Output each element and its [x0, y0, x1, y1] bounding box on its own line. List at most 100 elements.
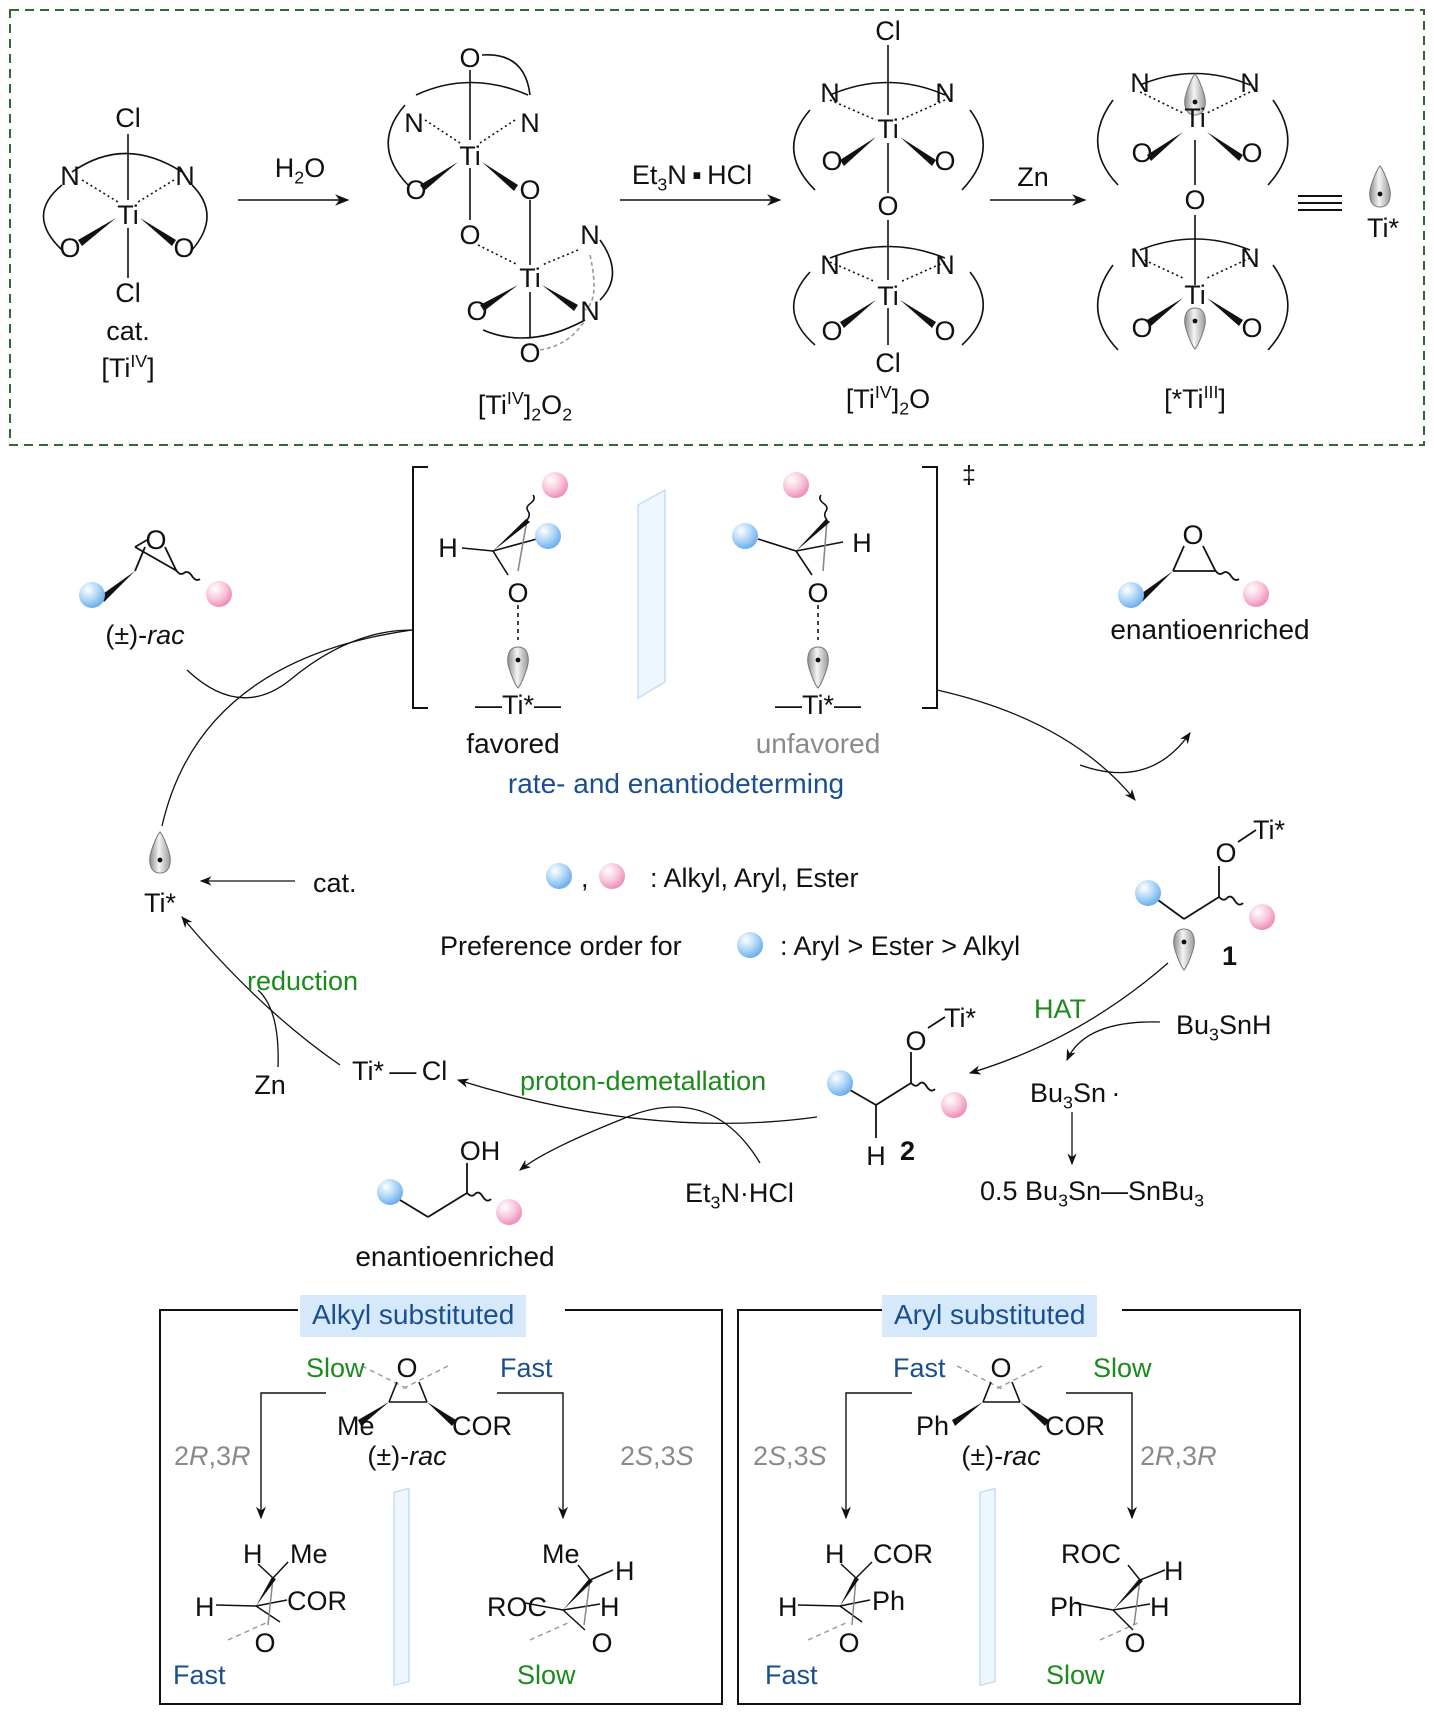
enantioenriched-alcohol-label: enantioenriched — [355, 1241, 555, 1272]
et3n-hcl: Et3N·HCl — [685, 1180, 794, 1212]
o-atom: O — [459, 43, 481, 73]
compound-3-label: [TiIV]2O — [846, 383, 931, 417]
aryl-rac-epoxide-bonds — [982, 1381, 1021, 1403]
aryl-left-top-group: COR — [873, 1539, 933, 1569]
alkyl-left-right-group: COR — [287, 1586, 347, 1616]
reagent-part: O — [304, 153, 326, 183]
radical-orbital-icon — [807, 646, 829, 689]
label-part: [Ti — [101, 353, 131, 383]
aryl-epoxide-o: O — [990, 1353, 1012, 1383]
reduction-label: reduction — [247, 966, 359, 996]
alkyl-right-top-group: Me — [542, 1539, 580, 1569]
o-donor: O — [405, 175, 427, 205]
pink-substituent-icon — [496, 1199, 522, 1225]
blue-substituent-icon — [535, 523, 561, 549]
alkyl-right-config: 2S,3S — [620, 1443, 694, 1470]
compound-4-label: [*TiIII] — [1164, 383, 1226, 413]
aryl-right-o: O — [1124, 1628, 1146, 1658]
unfavored-label: unfavored — [755, 728, 881, 759]
formula-sub: 3 — [1194, 1190, 1204, 1211]
aryl-right-product-bonds — [1074, 1564, 1166, 1631]
label-part: [Ti — [477, 390, 507, 420]
ts-h-atom: H — [852, 528, 872, 558]
config-part: 2 — [1140, 1441, 1156, 1471]
catalyst-formation-frame — [9, 9, 1425, 446]
label-sup: IV — [874, 382, 892, 402]
config-part: , — [653, 1441, 661, 1471]
ts-o-atom: O — [807, 578, 829, 608]
blue-substituent-icon — [377, 1179, 403, 1205]
label-part: ] — [523, 390, 532, 420]
n-donor: N — [820, 78, 840, 108]
aryl-right-top-group: ROC — [1061, 1539, 1121, 1569]
o-donor: O — [519, 175, 541, 205]
preference-blue-substituent-icon — [737, 932, 763, 958]
n-donor: N — [1130, 243, 1150, 273]
reagent-part: H — [274, 153, 295, 183]
o-donor: O — [934, 146, 956, 176]
config-letter: S — [675, 1441, 694, 1471]
alkyl-top-left-rate: Slow — [306, 1353, 365, 1383]
hat-label: HAT — [1034, 994, 1086, 1024]
alkyl-left-h-top: H — [243, 1539, 263, 1569]
aryl-right-rate: Slow — [1046, 1660, 1105, 1690]
o-donor: O — [466, 296, 488, 326]
formula-part: Bu — [1030, 1078, 1064, 1108]
proton-demetallation-label: proton-demetallation — [520, 1066, 767, 1096]
alkyl-left-config: 2R,3R — [174, 1443, 251, 1470]
zinc-reagent: Zn — [1017, 162, 1049, 192]
config-part: 2 — [174, 1441, 190, 1471]
label-part: O — [541, 390, 563, 420]
ti-center: Ti — [459, 141, 481, 171]
config-letter: S — [808, 1441, 827, 1471]
alkyl-box-arrows — [255, 1392, 569, 1520]
label-sup: IV — [130, 351, 148, 371]
distannane: 0.5 Bu3Sn—SnBu3 — [980, 1176, 1204, 1210]
label-part: O — [909, 384, 931, 414]
cl-ligand-top: Cl — [115, 103, 141, 133]
rac-prefix: (±)- — [367, 1441, 410, 1471]
config-letter: S — [768, 1441, 787, 1471]
ts-brackets — [412, 466, 938, 709]
o-donor: O — [1241, 313, 1263, 343]
label-sup: III — [1203, 382, 1219, 402]
alkyl-right-product-bonds — [524, 1564, 614, 1631]
ts-h-atom: H — [438, 533, 458, 563]
aryl-rac-label: (±)-rac — [961, 1443, 1040, 1470]
mirror-plane — [979, 1487, 996, 1687]
aryl-left-config: 2S,3S — [753, 1443, 827, 1470]
label-part: ] — [891, 384, 900, 414]
rac-epoxide-bonds — [134, 539, 201, 581]
formula-part: 0.5 Bu — [980, 1176, 1059, 1206]
pink-substituent-icon — [1243, 581, 1269, 607]
alkyl-left-product-bonds — [215, 1561, 289, 1626]
cl-ligand-bottom: Cl — [875, 348, 901, 378]
n-donor: N — [580, 220, 600, 250]
formula-part: Sn—SnBu — [1067, 1176, 1195, 1206]
aryl-left-product-bonds — [797, 1561, 873, 1626]
intermediate-2-number: 2 — [900, 1136, 916, 1166]
radical-orbital-icon — [1173, 928, 1195, 971]
alcohol-bonds — [399, 1163, 492, 1218]
config-part: 2 — [620, 1441, 636, 1471]
legend-blue-substituent-icon — [546, 863, 572, 889]
label-sub: 2 — [531, 404, 542, 425]
alkyl-left-h-left: H — [195, 1592, 215, 1622]
alcohol-oh: OH — [459, 1136, 501, 1166]
favored-label: favored — [466, 728, 560, 759]
config-letter: R — [231, 1441, 251, 1471]
alkyl-right-o: O — [591, 1628, 613, 1658]
zinc-label: Zn — [254, 1070, 286, 1100]
n-donor: N — [520, 108, 540, 138]
alkyl-left-group: Me — [337, 1411, 375, 1441]
n-donor: N — [60, 161, 80, 191]
intermediate-1-number: 1 — [1222, 941, 1238, 971]
aryl-right-h-top: H — [1164, 1556, 1184, 1586]
pink-substituent-icon — [783, 472, 809, 498]
n-donor: N — [580, 296, 600, 326]
n-donor: N — [935, 250, 955, 280]
o-donor: O — [1241, 138, 1263, 168]
label-sup: IV — [506, 388, 524, 408]
aryl-left-h-top: H — [825, 1539, 845, 1569]
blue-substituent-icon — [79, 582, 105, 608]
